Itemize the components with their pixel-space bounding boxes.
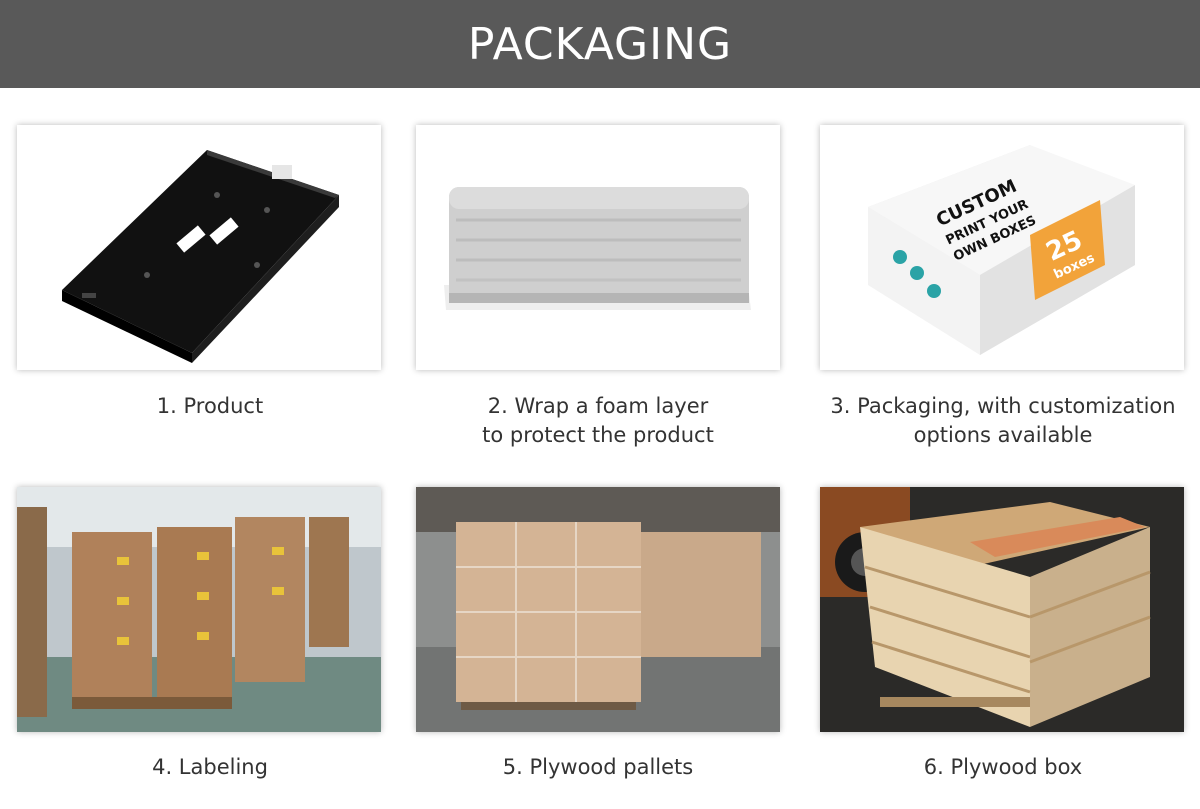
step-6-line-1: 6. Plywood box <box>923 755 1083 779</box>
plywood-box-photo <box>820 487 1184 732</box>
step-3-line-2: options available <box>913 423 1093 447</box>
custom-box-image: CUSTOM PRINT YOUR OWN BOXES 25 boxes <box>820 125 1184 370</box>
step-3-caption: 3. Packaging, with customization options… <box>793 392 1200 450</box>
page-title: PACKAGING <box>467 18 733 70</box>
social-icon <box>893 250 907 264</box>
social-icon <box>927 284 941 298</box>
pallets-image <box>416 487 780 732</box>
social-icon <box>910 266 924 280</box>
plywood-box-image <box>820 487 1184 732</box>
step-5-caption: 5. Plywood pallets <box>388 753 808 782</box>
step-2-line-1: 2. Wrap a foam layer <box>487 394 709 418</box>
labeling-photo <box>17 487 381 732</box>
step-2-line-2: to protect the product <box>482 423 714 447</box>
labeling-image <box>17 487 381 732</box>
custom-box-photo: CUSTOM PRINT YOUR OWN BOXES 25 boxes <box>820 125 1184 370</box>
pallets-photo <box>416 487 780 732</box>
step-2-caption: 2. Wrap a foam layer to protect the prod… <box>388 392 808 450</box>
header-banner: PACKAGING <box>0 0 1200 88</box>
step-4-line-1: 4. Labeling <box>152 755 268 779</box>
step-4-caption: 4. Labeling <box>0 753 420 782</box>
foam-wrap-image <box>416 125 780 370</box>
step-5-line-1: 5. Plywood pallets <box>502 755 694 779</box>
step-1-line-1: 1. Product <box>156 394 264 418</box>
product-photo <box>17 125 381 370</box>
step-1-caption: 1. Product <box>0 392 420 421</box>
step-3-line-1: 3. Packaging, with customization <box>830 394 1176 418</box>
step-6-caption: 6. Plywood box <box>793 753 1200 782</box>
product-image <box>17 125 381 370</box>
foam-wrap-photo <box>416 125 780 370</box>
